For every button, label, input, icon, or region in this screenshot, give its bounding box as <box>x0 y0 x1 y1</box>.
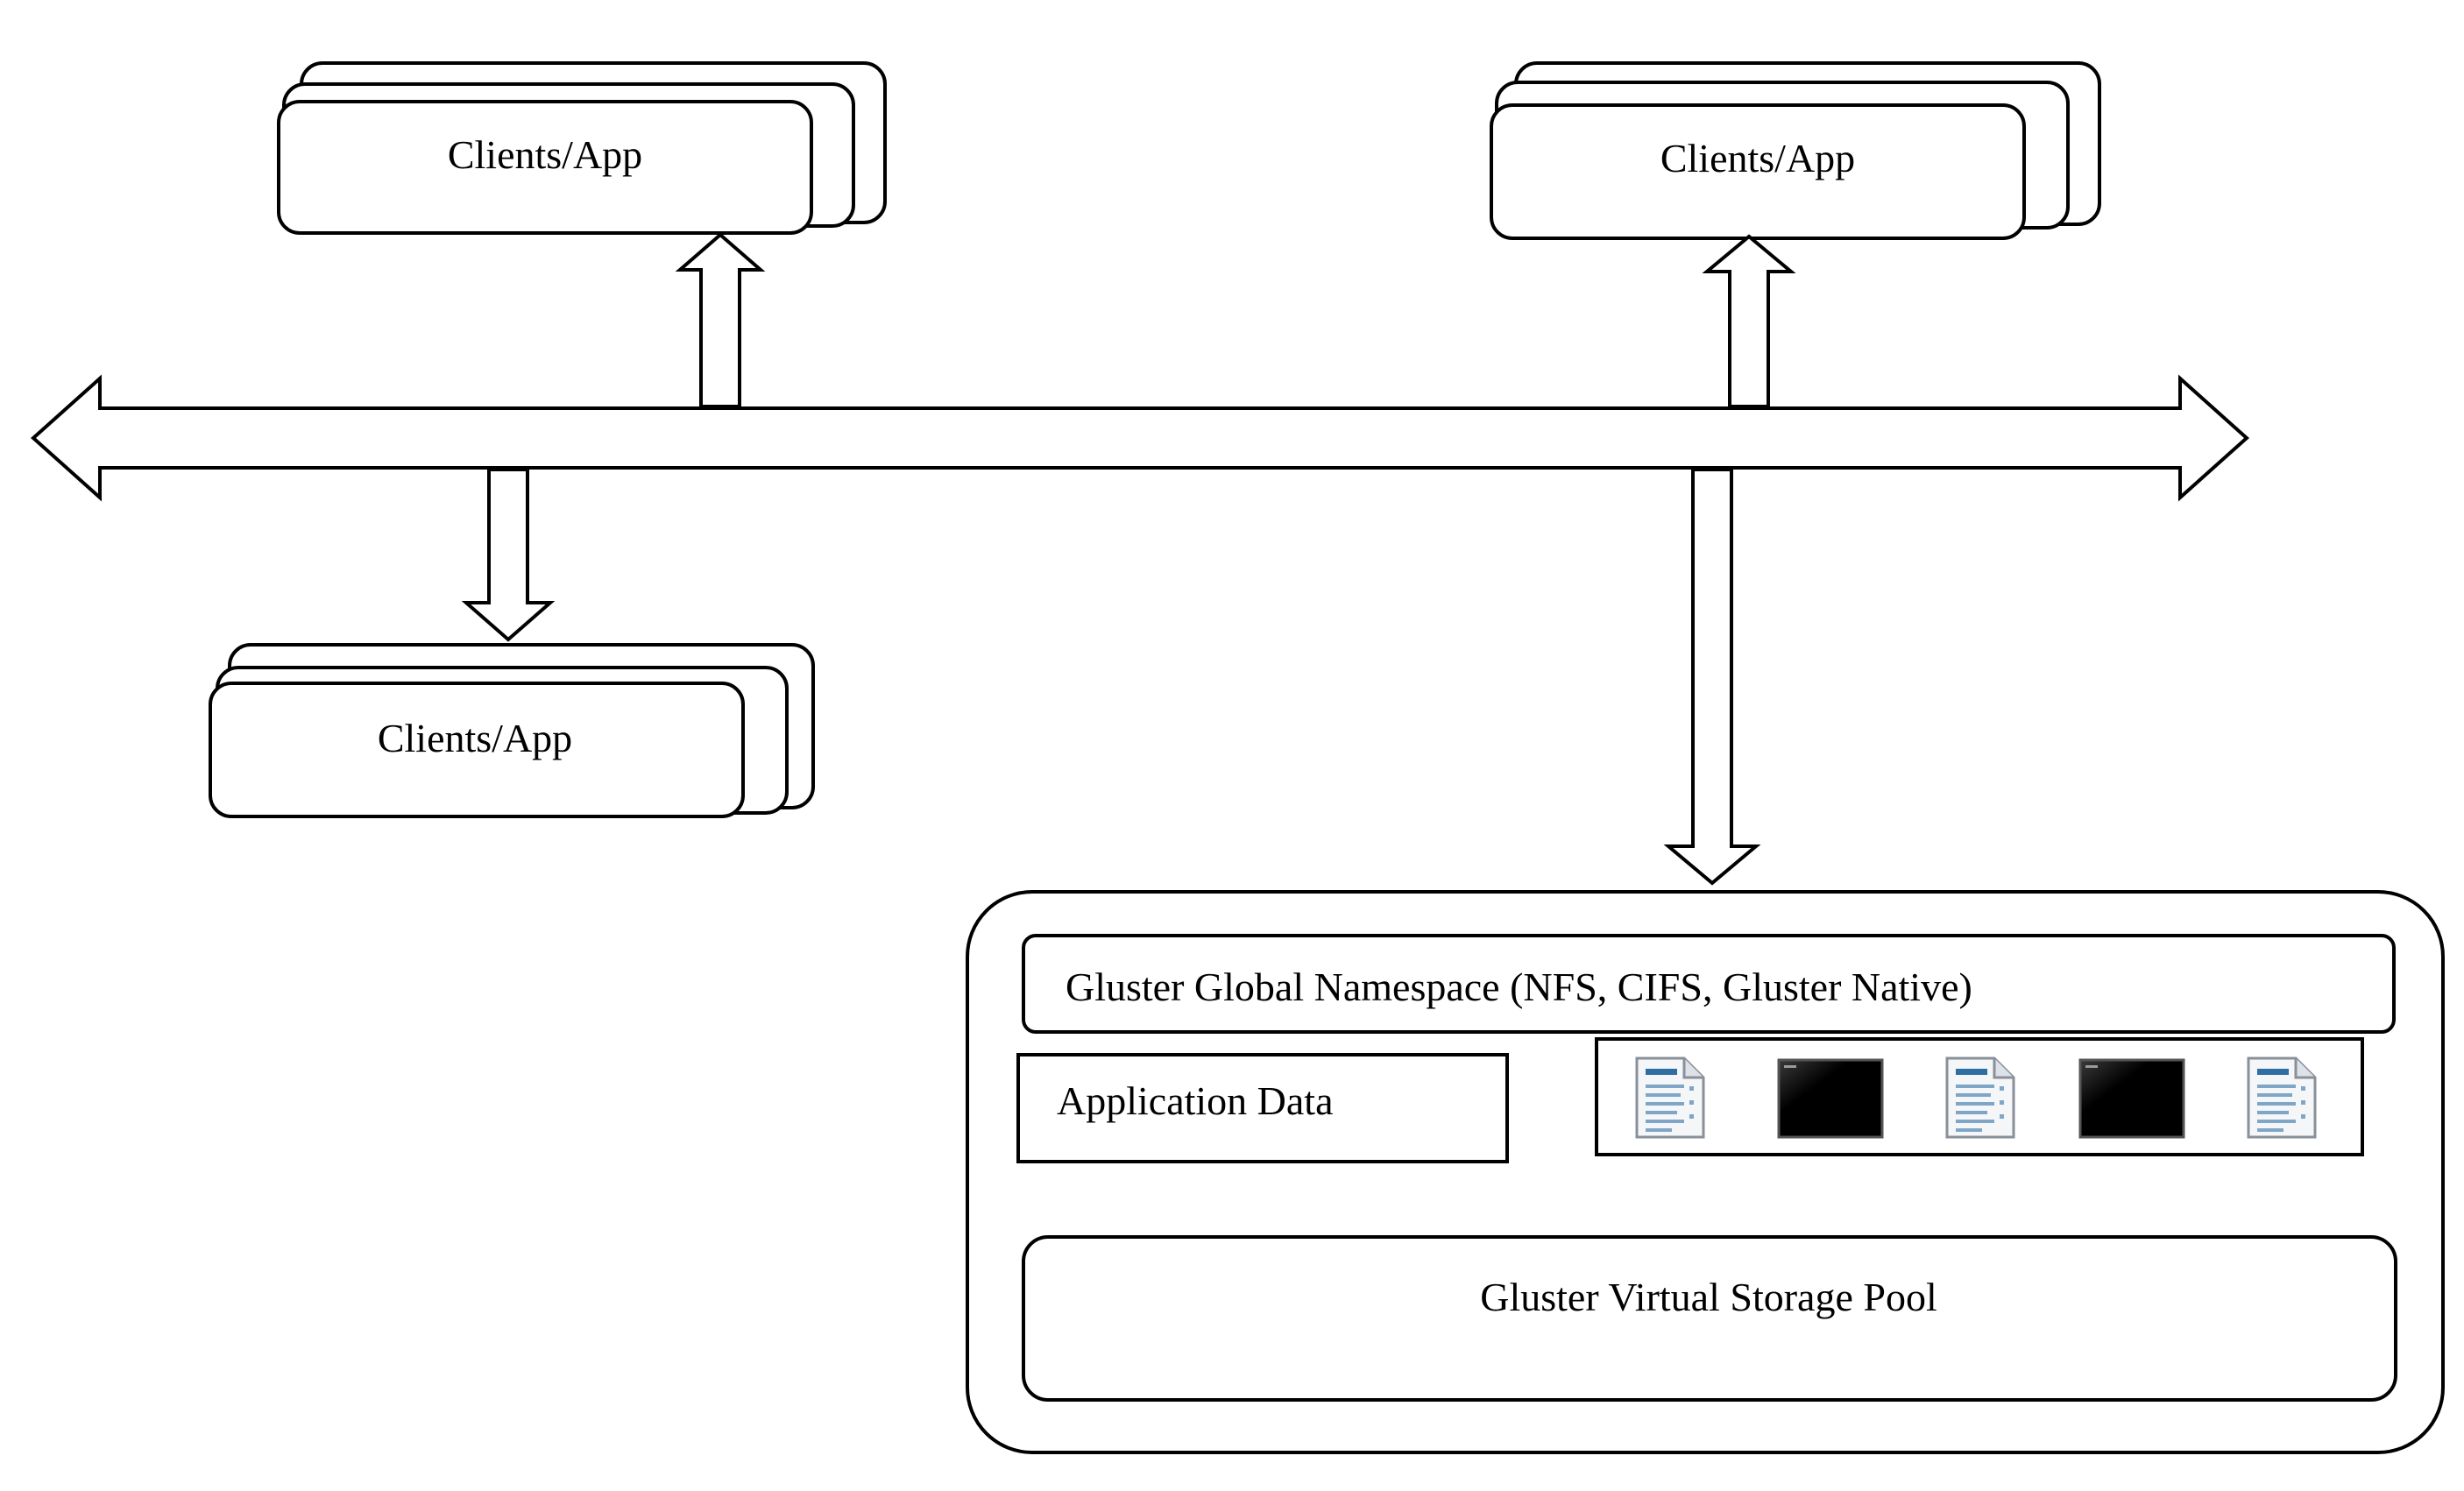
down-arrow-bottom-left <box>461 468 556 642</box>
storage-pool-box <box>1022 1235 2397 1402</box>
terminal-icon <box>2078 1058 2185 1139</box>
client-stack-top-right: Clients/App <box>1490 61 2101 240</box>
gluster-namespace-box <box>1022 934 2396 1034</box>
document-icon <box>1635 1056 1705 1139</box>
gluster-namespace-label: Gluster Global Namespace (NFS, CIFS, Glu… <box>1066 965 1972 1009</box>
up-arrow-top-left <box>675 232 766 408</box>
document-icon <box>1945 1056 2015 1139</box>
application-data-box <box>1016 1053 1509 1163</box>
client-stack-top-left: Clients/App <box>277 61 887 235</box>
up-arrow-top-right <box>1702 234 1796 408</box>
document-icon <box>2247 1056 2317 1139</box>
client-label: Clients/App <box>378 716 572 760</box>
terminal-icon <box>1777 1058 1884 1139</box>
application-data-label: Application Data <box>1057 1078 1334 1123</box>
gluster-container: Gluster Global Namespace (NFS, CIFS, Glu… <box>966 890 2445 1454</box>
storage-pool-label: Gluster Virtual Storage Pool <box>1480 1275 1937 1319</box>
network-bus-arrow <box>31 374 2249 502</box>
client-label: Clients/App <box>1660 136 1855 180</box>
client-stack-bottom-left: Clients/App <box>209 643 815 818</box>
down-arrow-gluster <box>1663 468 1761 886</box>
client-label: Clients/App <box>448 132 642 177</box>
